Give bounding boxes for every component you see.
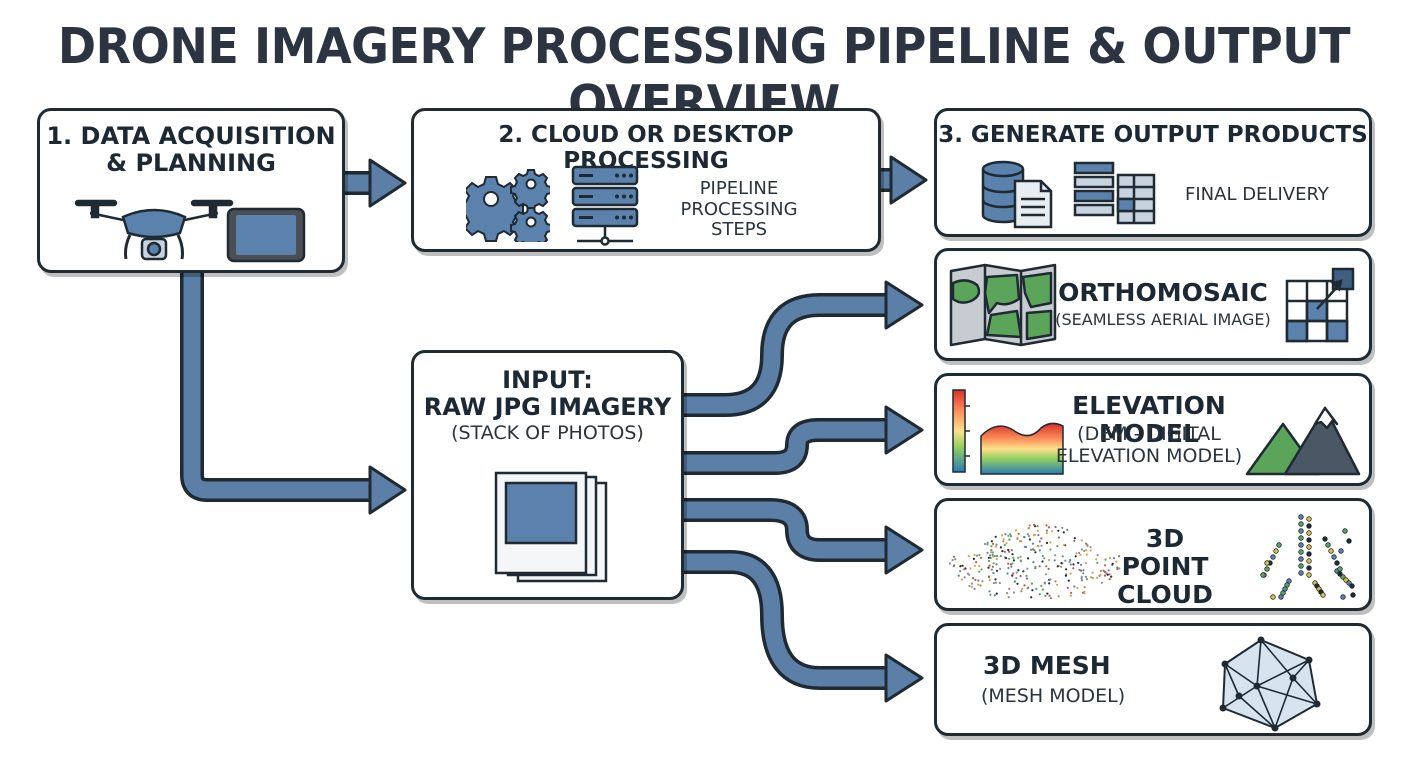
photo-stack-icon xyxy=(494,471,608,583)
wireframe-mesh-icon xyxy=(1219,636,1321,732)
page-title: DRONE IMAGERY PROCESSING PIPELINE & OUTP… xyxy=(57,18,1351,132)
processing-caption-line1: PIPELINE xyxy=(699,178,779,199)
grid-icon xyxy=(1285,267,1355,343)
elevation-box: ELEVATION MODEL (DEM - DIGITAL ELEVATION… xyxy=(934,373,1372,486)
heatmap-legend-icon xyxy=(952,389,970,473)
pointcloud-title-line1: 3D POINT xyxy=(1121,524,1209,581)
input-title-line2: RAW JPG IMAGERY xyxy=(423,392,672,421)
input-box: INPUT: RAW JPG IMAGERY (STACK OF PHOTOS) xyxy=(411,350,684,600)
gears-icon xyxy=(466,169,550,242)
arrow-input-to-orthomosaic xyxy=(684,293,889,417)
input-title-line1: INPUT: xyxy=(502,366,593,394)
pointcloud-box: 3D POINT CLOUD xyxy=(934,498,1372,611)
elevation-title: ELEVATION MODEL xyxy=(1072,391,1226,448)
arrow-acquisition-to-input xyxy=(180,272,372,502)
point-cloud-icon xyxy=(949,523,1121,599)
arrow-input-to-elevation xyxy=(684,418,889,475)
elevation-subtitle-line2: ELEVATION MODEL) xyxy=(1055,444,1243,467)
input-subtitle: (STACK OF PHOTOS) xyxy=(451,421,644,444)
point-cloud-figure-icon xyxy=(1260,514,1356,600)
table-icon xyxy=(1073,161,1156,225)
acquisition-title-line1: 1. DATA ACQUISITION xyxy=(46,122,336,150)
orthomosaic-box: ORTHOMOSAIC (SEAMLESS AERIAL IMAGE) xyxy=(934,248,1372,361)
arrow-input-to-pointcloud xyxy=(684,498,889,562)
elevation-surface-icon xyxy=(980,422,1064,475)
database-icon xyxy=(981,160,1053,229)
drone-icon xyxy=(74,199,234,261)
pointcloud-title-line2: CLOUD xyxy=(1117,580,1213,609)
elevation-subtitle-line1: (DEM - DIGITAL xyxy=(1077,423,1221,445)
map-icon xyxy=(949,263,1057,347)
orthomosaic-title: ORTHOMOSAIC xyxy=(1058,278,1268,307)
processing-caption-line2: PROCESSING STEPS xyxy=(680,198,798,241)
arrow-input-to-mesh xyxy=(684,550,889,690)
server-icon xyxy=(571,165,639,246)
mountains-icon xyxy=(1245,406,1361,476)
outputs-box: 3. GENERATE OUTPUT PRODUCTS FINAL DELIVE… xyxy=(934,108,1372,237)
processing-box: 2. CLOUD OR DESKTOP PROCESSING xyxy=(411,108,881,252)
outputs-title: 3. GENERATE OUTPUT PRODUCTS xyxy=(938,122,1368,148)
mesh-title: 3D MESH xyxy=(983,651,1111,680)
outputs-caption: FINAL DELIVERY xyxy=(1185,184,1329,205)
mesh-box: 3D MESH (MESH MODEL) xyxy=(934,623,1372,736)
acquisition-box: 1. DATA ACQUISITION & PLANNING xyxy=(37,108,345,273)
orthomosaic-subtitle: (SEAMLESS AERIAL IMAGE) xyxy=(1055,310,1271,329)
acquisition-title-line2: & PLANNING xyxy=(106,148,276,177)
mesh-subtitle: (MESH MODEL) xyxy=(981,685,1126,707)
tablet-icon xyxy=(226,207,306,263)
